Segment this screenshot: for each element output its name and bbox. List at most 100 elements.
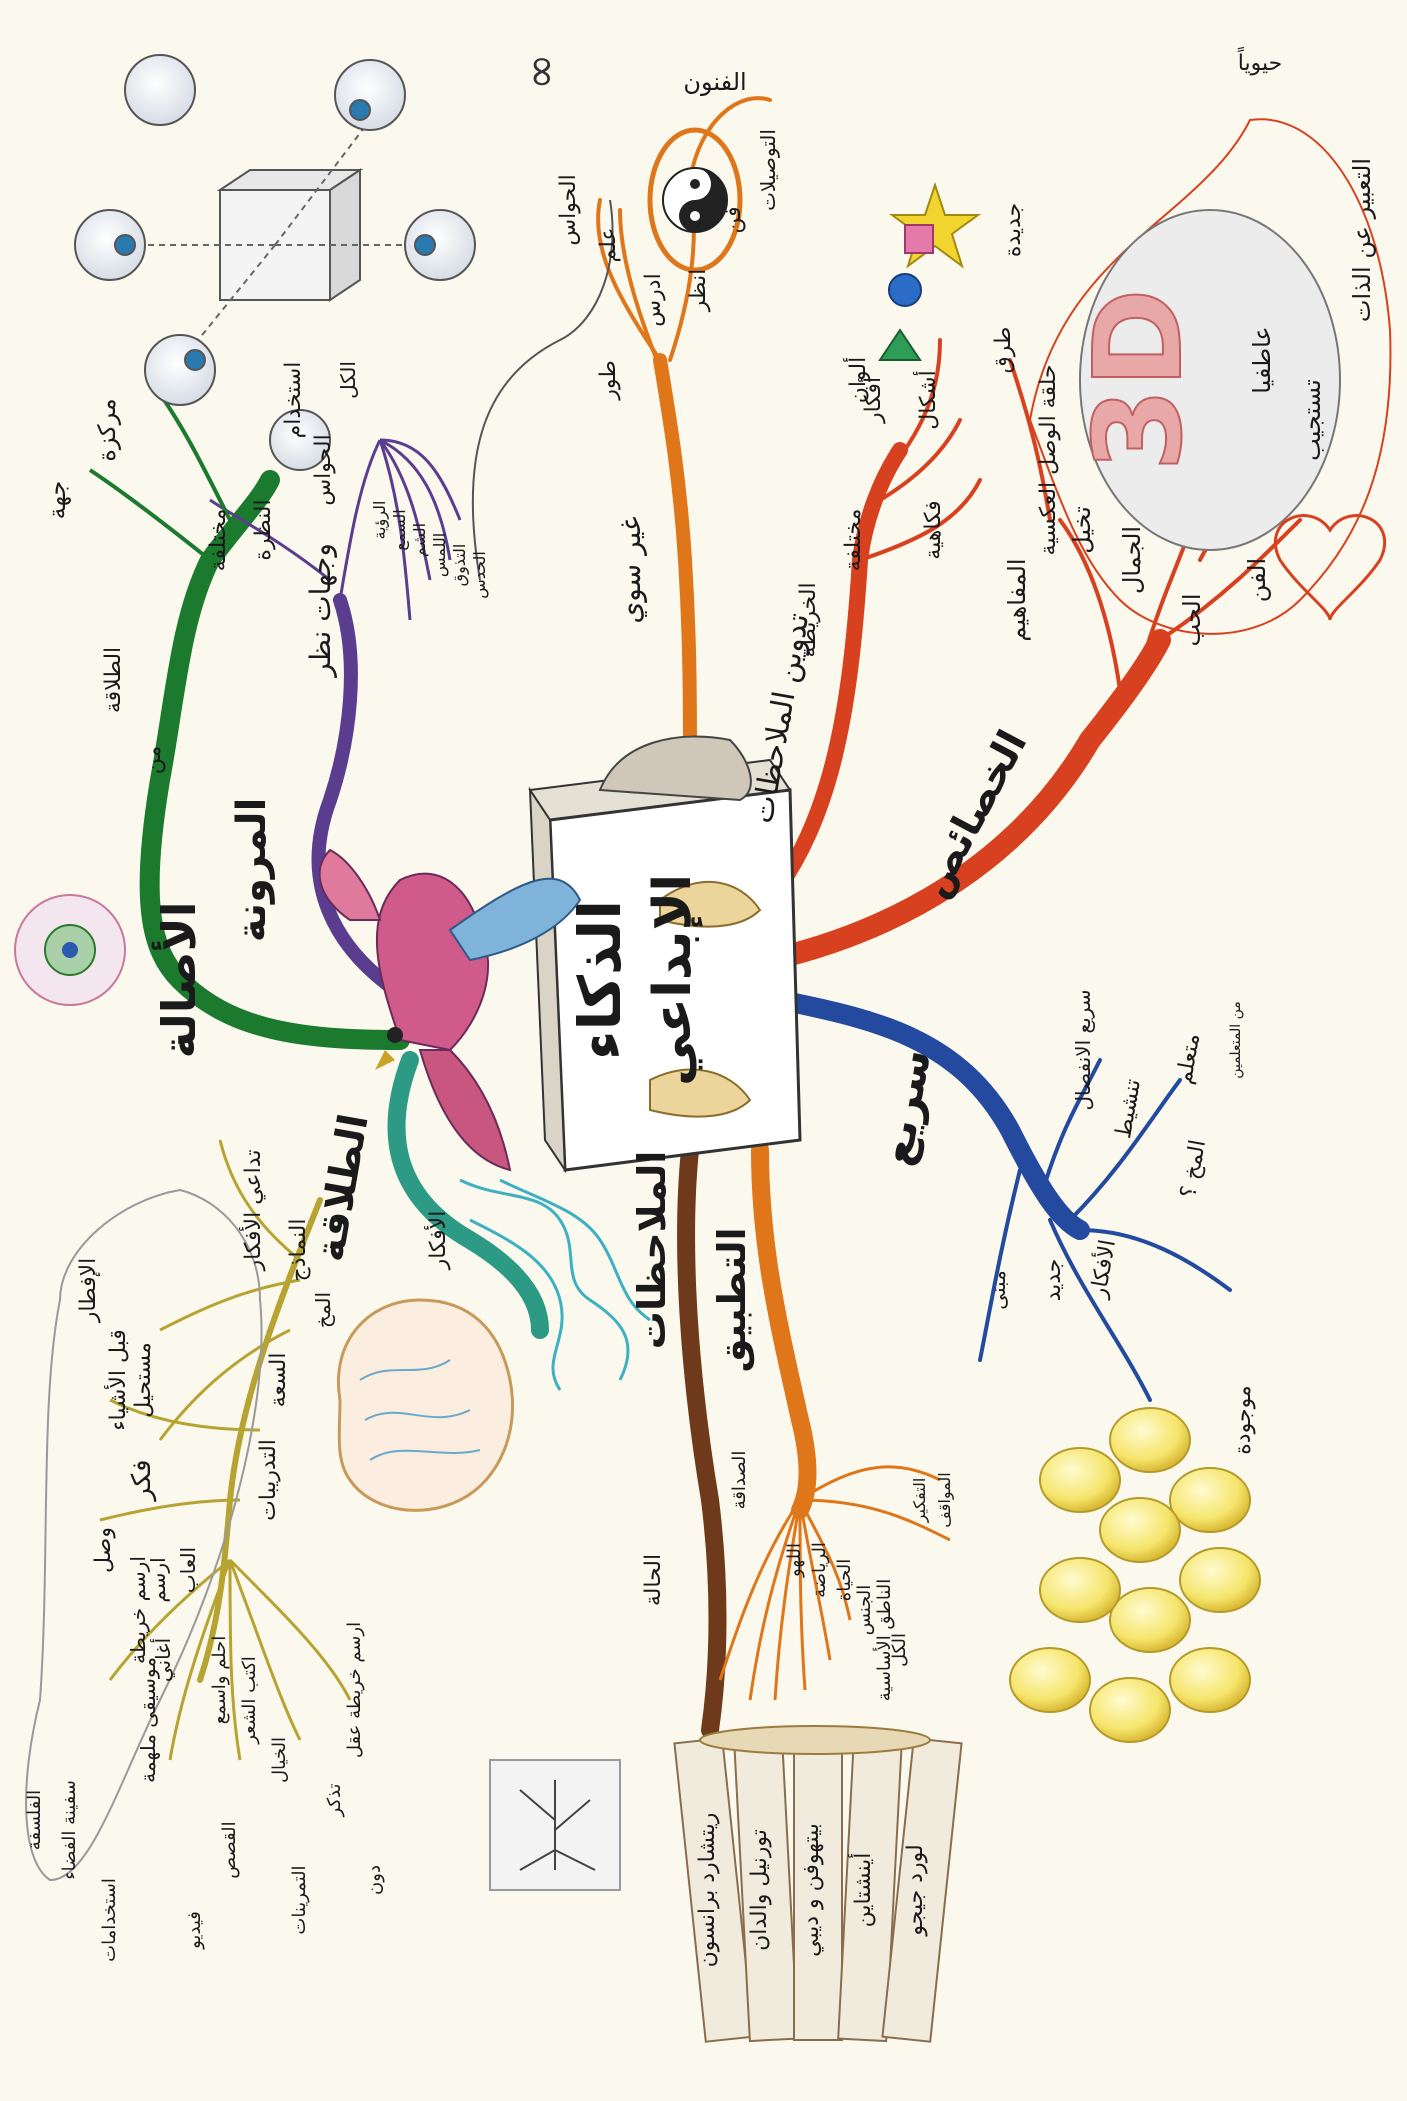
branch-ghair	[660, 360, 690, 770]
label-tadhakkar: تذكر	[324, 1784, 345, 1818]
label-sam: السمع	[390, 509, 410, 550]
label-tafkeer: التفكير	[910, 1478, 930, 1524]
label-asala: الأصالة	[151, 902, 206, 1059]
label-tadhawwuq: التذوق	[450, 544, 470, 587]
label-istikhdam: استخدام	[281, 362, 306, 439]
label-takhayyul: تخيل	[1068, 506, 1096, 554]
label-tabeer: التعبير عن الذات	[1348, 158, 1376, 322]
heart-icon	[1275, 516, 1384, 620]
label-wasl: وصل	[91, 1527, 116, 1573]
label-istikhdamat: استخدامات	[99, 1878, 120, 1962]
sare-sublines	[980, 1060, 1230, 1400]
label-mukhtalifa-m: مختلفة	[206, 509, 231, 572]
label-jihha: جهة	[43, 481, 71, 520]
label-halqa: حلقة الوصل العكسية	[1036, 365, 1061, 556]
label-hads: الحدس	[470, 551, 489, 599]
label-sadaqa: الصداقة	[729, 1451, 750, 1510]
label-ashkal: أشكال	[913, 370, 941, 429]
label-hayawiyyan: حيوياً	[1237, 46, 1282, 76]
label-mukh-t: المخ	[311, 1292, 335, 1328]
label-tatbeeq: التطبيق	[710, 1227, 754, 1372]
label-mustaheel: مستحيل	[131, 1342, 156, 1418]
label-mutaallim: متعلم	[1172, 1032, 1205, 1087]
label-wijhat: وجهات نظر	[304, 543, 337, 679]
label-jins: الجنس	[854, 1585, 875, 1635]
label-udrus: ادرس	[641, 273, 666, 326]
label-ilm: علم	[596, 227, 621, 262]
label-tastajeeb: تستجيب	[1298, 379, 1326, 461]
label-atifiyyan: عاطفيا	[1248, 326, 1276, 393]
label-mukh-s: المخ ؟	[1176, 1138, 1211, 1200]
label-afkar-t: الأفكار	[424, 1211, 451, 1271]
brain-illustration	[338, 1300, 512, 1510]
label-hawas-m: الحواس	[311, 434, 336, 505]
shapes-illustration	[880, 185, 978, 360]
label-rasm: ارسم خريطة عقل	[344, 1622, 365, 1758]
label-ruya: الرؤية	[370, 501, 390, 540]
name-scroll-3: بيتهوفن و ديبي	[799, 1823, 824, 1957]
label-hubb: الحب	[1178, 593, 1206, 646]
label-doon: دون	[364, 1865, 385, 1895]
label-mawjooda: موجودة	[1231, 1385, 1256, 1454]
label-uktub: اكتب الشعر	[239, 1656, 260, 1745]
label-tadreebat: التدريبات	[256, 1439, 281, 1521]
label-funun: الفنون	[683, 68, 746, 96]
label-markaza: مركزة	[93, 398, 121, 461]
center-title: الذكاء	[566, 900, 634, 1060]
label-mabna: مبنى	[986, 1270, 1010, 1309]
svg-text:3D: 3D	[1070, 288, 1209, 471]
label-mukhtalifa: مختلفة	[841, 509, 866, 572]
label-qabl: قبل الأشياء	[104, 1329, 131, 1431]
light-bulbs-illustration	[1010, 1408, 1260, 1742]
cube-eyes-illustration	[75, 55, 475, 470]
label-mulahazat: الملاحظات	[630, 1151, 674, 1349]
flower-illustration	[15, 895, 125, 1005]
label-iftar: الإفطار	[76, 1258, 101, 1324]
label-khayal: الخيال	[269, 1737, 290, 1783]
label-lams: اللمس	[430, 533, 450, 577]
label-mawseeqa: موسيقى ملهمة	[136, 1657, 160, 1783]
label-fikr: فكر	[127, 1459, 157, 1502]
label-kull-t: الكل	[889, 1633, 910, 1667]
label-fann-g: فن	[721, 206, 746, 233]
name-scroll-2: تورنيل والدان	[747, 1829, 772, 1951]
name-scroll-5: لورد جيجو	[903, 1844, 928, 1936]
label-kull-m: الكل	[336, 361, 360, 399]
label-shamm: الشم	[410, 523, 429, 557]
label-hawas: الحواس	[556, 174, 581, 245]
label-min: من	[141, 746, 166, 775]
label-saf: سفينة الفضاء	[59, 1780, 80, 1880]
branch-tatbeeq	[760, 1150, 808, 1510]
label-turuq: طرق	[991, 327, 1016, 374]
label-mafaheem: المفاهيم	[1003, 558, 1031, 641]
label-halala: الحالة	[641, 1554, 666, 1606]
label-talaqa: الطلاقة	[307, 1111, 378, 1265]
label-muruna: المرونة	[229, 798, 275, 943]
neuron-illustration	[490, 1760, 620, 1890]
label-afkar-s: الأفكار	[1084, 1237, 1121, 1300]
label-sareeh: سريع الانفصال	[1071, 990, 1095, 1111]
label-sare: سريع	[870, 1045, 941, 1169]
yin-yang-icon	[663, 168, 727, 232]
label-lahw: اللهو	[784, 1543, 805, 1578]
infinity-icon: ∞	[515, 53, 566, 90]
label-falsafa: الفلسفة	[24, 1790, 45, 1850]
name-scroll-4: أينشتاين	[848, 1853, 876, 1928]
ghair-sublines	[598, 98, 770, 380]
label-ahilla: احلم واسمع	[209, 1636, 230, 1725]
label-mn: من المتعلمين	[1228, 1001, 1244, 1078]
label-alab: العاب	[176, 1547, 200, 1593]
label-namadhij: النماذج	[286, 1219, 311, 1282]
label-jamal: الجمال	[1118, 526, 1146, 594]
label-unzur: انظر	[686, 269, 711, 312]
center-subtitle: الإبداعي	[643, 874, 703, 1086]
label-irsim: ارسم	[146, 1557, 170, 1602]
label-qisas: القصص	[219, 1821, 240, 1878]
label-riyada: الرياضة	[809, 1542, 830, 1598]
label-tawwir: طور	[596, 360, 621, 401]
label-hayat: الحياة	[834, 1559, 855, 1601]
label-tadai: تداعي الأفكار	[239, 1150, 266, 1272]
label-jadeeda: جديدة	[1001, 203, 1026, 257]
